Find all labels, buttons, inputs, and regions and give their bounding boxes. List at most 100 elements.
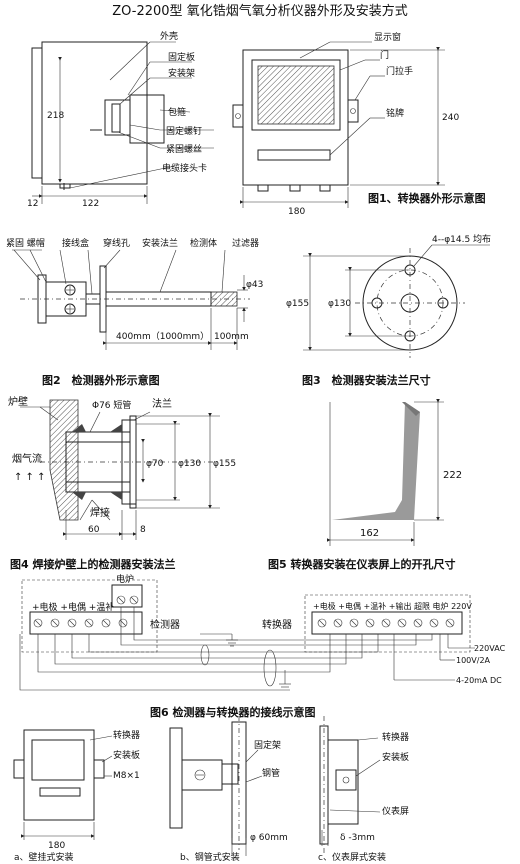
fig7c-delta: δ -3mm — [340, 833, 375, 843]
terminal-slot — [382, 619, 390, 627]
fig2-label-body: 检测体 — [190, 237, 217, 249]
fig3-label-holes: 4--φ14.5 均布 — [432, 233, 491, 245]
fig3-flange — [303, 244, 490, 358]
fig4-dim-phi155: φ155 — [213, 459, 236, 469]
fig6-conv-label: 转换器 — [262, 618, 292, 631]
fig6-out-220: 220VAC — [474, 644, 506, 653]
fig7b-phi60: φ 60mm — [250, 833, 288, 843]
fig7a-converter: 转换器 — [113, 729, 140, 741]
terminal-slot — [366, 619, 374, 627]
terminal-slot — [51, 619, 59, 627]
fig6-det-top: 电炉 — [116, 573, 134, 585]
fig4-dim-8: 8 — [140, 525, 146, 535]
fig2-label-flange: 安装法兰 — [142, 237, 178, 249]
fig1-label-cable-clip: 电缆接头卡 — [162, 162, 207, 174]
terminal-slot — [85, 619, 93, 627]
fig7c-caption: c、仪表屏式安装 — [318, 851, 386, 863]
terminal-screw — [429, 618, 439, 628]
fig5-caption: 图5 转换器安装在仪表屏上的开孔尺寸 — [268, 557, 455, 571]
terminal-screw — [317, 618, 327, 628]
fig4-caption: 图4 焊接炉壁上的检测器安装法兰 — [10, 557, 175, 571]
terminal-screw — [349, 618, 359, 628]
terminal-screw — [381, 618, 391, 628]
fig1-label-door-handle: 门拉手 — [386, 65, 413, 77]
terminal-screw — [397, 618, 407, 628]
fig2-label-filter: 过滤器 — [232, 237, 259, 249]
fig2-dim-len: 400mm（1000mm） — [116, 331, 209, 342]
fig7a-screw: M8×1 — [113, 771, 140, 781]
terminal-screw — [101, 618, 111, 628]
terminal-slot — [334, 619, 342, 627]
fig5-dim-162: 162 — [360, 528, 379, 539]
terminal-screw — [333, 618, 343, 628]
fig4-dim-phi70: φ70 — [146, 459, 164, 469]
fig4-dim-phi130: φ130 — [178, 459, 201, 469]
fig7b-caption: b、钢管式安装 — [180, 851, 240, 863]
fig4-label-pipe: Φ76 短管 — [92, 399, 131, 411]
fig6-det-label: 检测器 — [150, 618, 180, 631]
fig4-label-wall: 炉壁 — [8, 395, 28, 408]
fig7b-pipe-mount — [169, 716, 263, 856]
fig1-caption: 图1、转换器外形示意图 — [368, 191, 486, 205]
fig1-dim-122: 122 — [82, 199, 99, 209]
fig6-out-100: 100V/2A — [456, 656, 491, 665]
terminal-screw — [50, 618, 60, 628]
fig2-label-junction: 接线盒 — [62, 237, 89, 249]
fig1-label-fix-screw: 固定螺钉 — [166, 125, 202, 137]
fig1-dim-218: 218 — [47, 111, 64, 121]
fig6-out-ma: 4-20mA DC — [456, 676, 502, 685]
fig7c-converter: 转换器 — [382, 731, 409, 743]
terminal-slot — [350, 619, 358, 627]
fig1-label-window: 显示窗 — [374, 31, 401, 43]
fig3-caption: 图3 检测器安装法兰尺寸 — [302, 373, 431, 387]
fig1-label-door: 门 — [380, 49, 389, 61]
fig2-label-nut: 紧固 螺帽 — [6, 237, 45, 249]
fig6-wiring — [19, 579, 475, 691]
fig7a-caption: a、壁挂式安装 — [14, 851, 74, 863]
fig6-det-bottom: +电极 +电偶 +温补 — [32, 601, 114, 613]
fig7a-d180: 180 — [48, 841, 65, 851]
fig6-conv-top: +电极 +电偶 +温补 +输出 超限 电炉 220V — [313, 601, 472, 611]
terminal-slot — [446, 619, 454, 627]
fig4-arrows: ↑ ↑ ↑ — [14, 472, 46, 483]
terminal-screw — [365, 618, 375, 628]
fig3-dim-phi130: φ130 — [328, 299, 351, 309]
fig5-cutout — [327, 399, 444, 546]
fig7c-panel: 仪表屏 — [382, 805, 409, 817]
fig7b-pipe: 钢管 — [262, 767, 280, 779]
terminal-slot — [318, 619, 326, 627]
fig2-detector — [12, 249, 250, 350]
terminal-screw — [67, 618, 77, 628]
fig7a-plate: 安装板 — [113, 749, 140, 761]
fig4-label-flange: 法兰 — [152, 397, 172, 410]
terminal-slot — [102, 619, 110, 627]
fig7c-panel-mount — [319, 716, 381, 856]
fig6-caption: 图6 检测器与转换器的接线示意图 — [150, 705, 315, 719]
terminal-screw — [33, 618, 43, 628]
terminal-screw — [413, 618, 423, 628]
fig3-dim-phi155: φ155 — [286, 299, 309, 309]
terminal-screw — [445, 618, 455, 628]
fig1-label-nameplate: 铭牌 — [386, 107, 404, 119]
terminal-screw — [118, 618, 128, 628]
fig7b-frame: 固定架 — [254, 739, 281, 751]
terminal-slot — [68, 619, 76, 627]
fig1-dim-180: 180 — [288, 207, 305, 217]
fig4-label-weld: 焊接 — [90, 506, 110, 519]
fig1-label-shell: 外壳 — [160, 30, 178, 42]
fig7c-plate: 安装板 — [382, 751, 409, 763]
fig5-dim-222: 222 — [443, 470, 462, 481]
fig1-dim-240: 240 — [442, 113, 459, 123]
page-title: ZO-2200型 氧化锆烟气氧分析仪器外形及安装方式 — [112, 3, 407, 19]
terminal-slot — [414, 619, 422, 627]
fig1-label-mount-frame: 安装架 — [168, 67, 195, 79]
fig1-front-view — [232, 41, 445, 208]
fig4-weld-flange — [20, 399, 220, 540]
terminal-slot — [430, 619, 438, 627]
terminal-screw — [84, 618, 94, 628]
fig1-side-view — [31, 41, 214, 204]
fig2-dim-phi43: φ43 — [246, 280, 263, 290]
fig4-dim-60: 60 — [88, 525, 100, 535]
fig1-label-hoop: 包箍 — [168, 106, 186, 118]
